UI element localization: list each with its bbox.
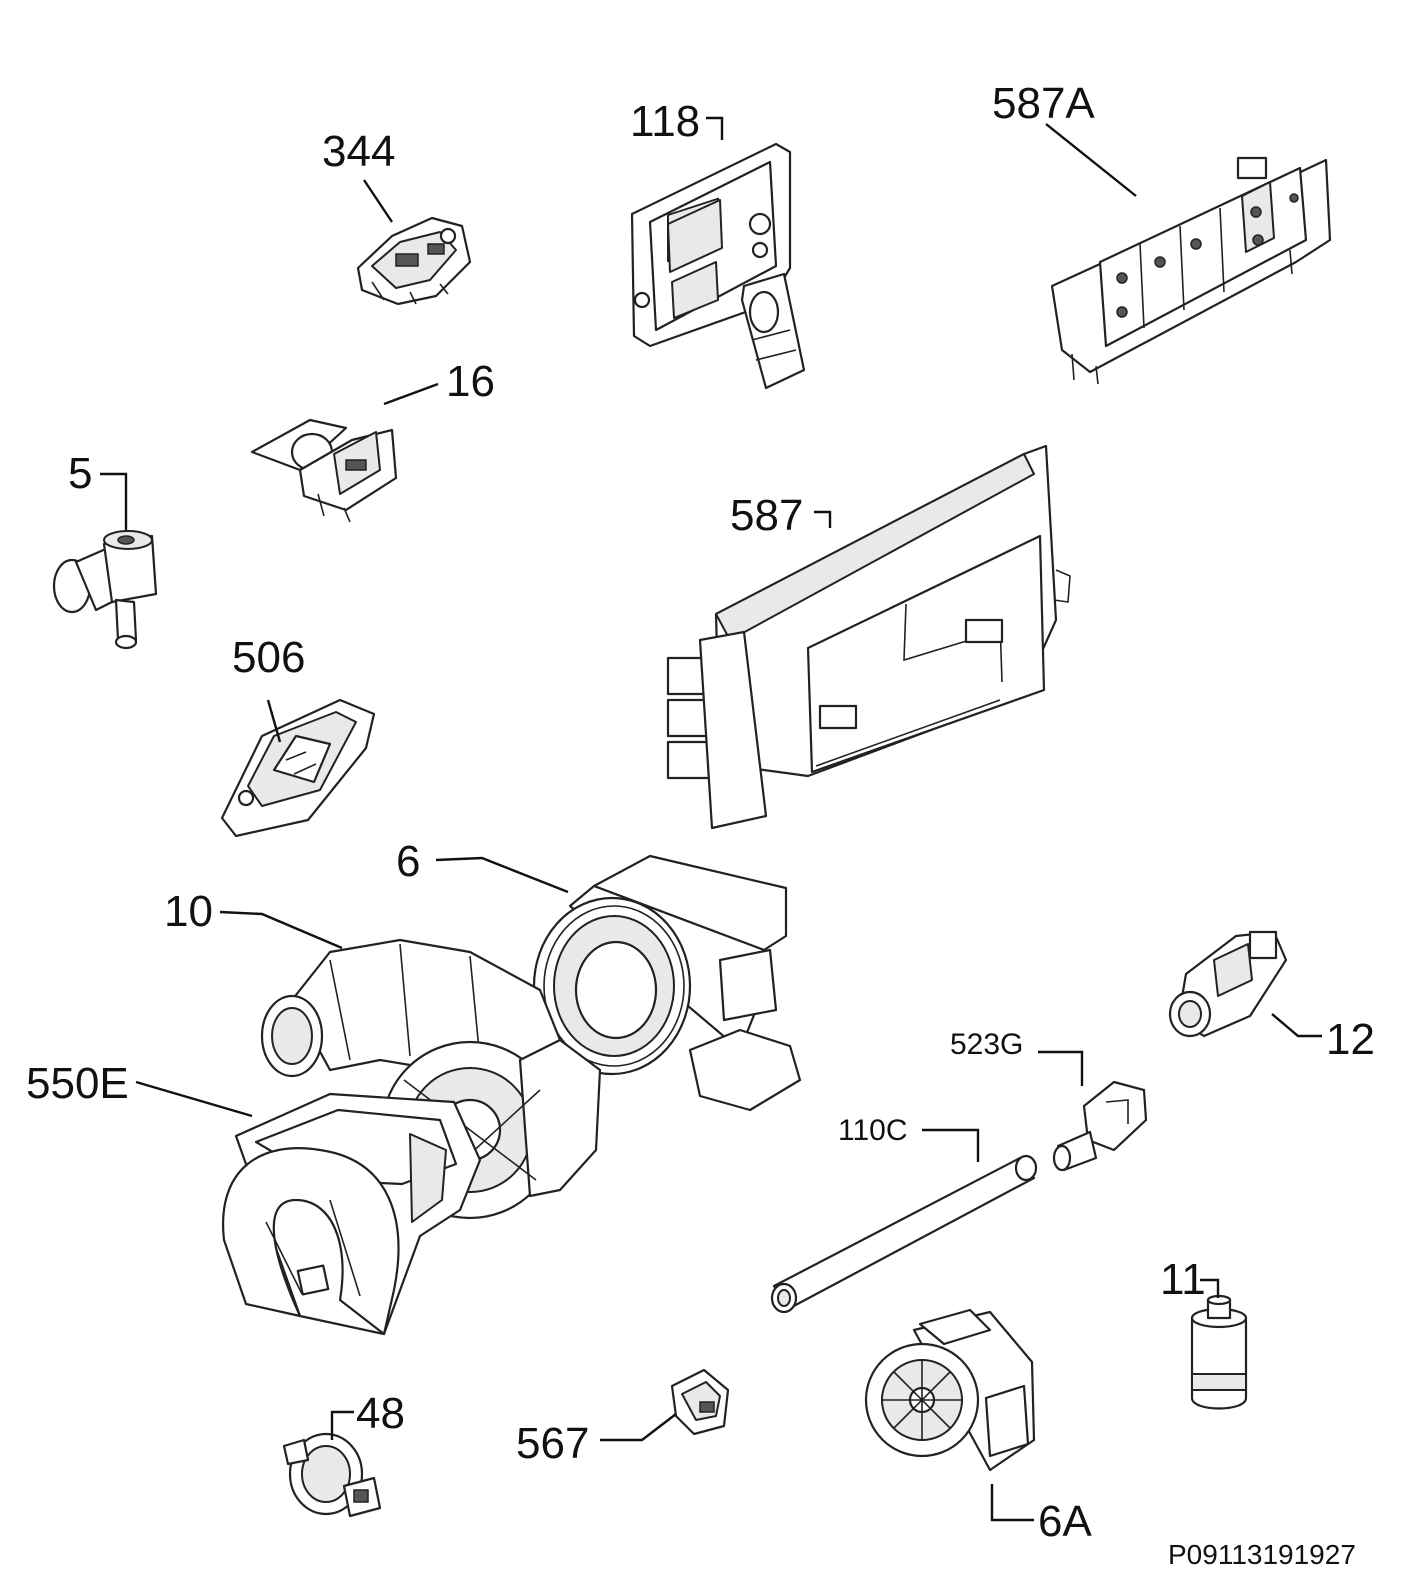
label-506: 506 xyxy=(232,633,305,682)
label-523G: 523G xyxy=(950,1028,1023,1061)
leader-567 xyxy=(600,1413,677,1442)
part-506 xyxy=(220,698,376,838)
part-567 xyxy=(670,1368,730,1436)
part-550E xyxy=(221,1092,482,1336)
label-344: 344 xyxy=(322,127,395,176)
label-48: 48 xyxy=(356,1389,405,1438)
part-48 xyxy=(282,1432,382,1518)
leader-110C xyxy=(922,1128,980,1162)
reference-code: P09113191927 xyxy=(1168,1539,1356,1570)
label-567: 567 xyxy=(516,1419,589,1468)
label-6: 6 xyxy=(396,837,420,886)
leader-11 xyxy=(1200,1278,1220,1298)
leader-587 xyxy=(814,510,832,528)
leader-344 xyxy=(363,179,393,223)
label-587: 587 xyxy=(730,491,803,540)
label-12: 12 xyxy=(1326,1015,1375,1064)
leader-6 xyxy=(435,856,569,894)
part-16 xyxy=(250,418,398,523)
leader-10 xyxy=(219,910,343,950)
label-6A: 6A xyxy=(1038,1497,1092,1546)
part-118 xyxy=(630,142,806,390)
part-6 xyxy=(532,854,802,1112)
label-5: 5 xyxy=(68,449,92,498)
label-16: 16 xyxy=(446,357,495,406)
leader-5 xyxy=(100,472,128,530)
part-10 xyxy=(260,938,602,1220)
label-118: 118 xyxy=(630,97,700,146)
label-110C: 110C xyxy=(838,1114,908,1147)
leader-16 xyxy=(383,382,439,406)
part-5 xyxy=(52,530,158,650)
part-587A xyxy=(1050,156,1332,385)
label-587A: 587A xyxy=(992,79,1095,128)
label-550E: 550E xyxy=(26,1059,129,1108)
leader-6A xyxy=(990,1484,1034,1522)
part-6A xyxy=(864,1308,1036,1472)
leader-48 xyxy=(330,1410,354,1440)
part-12 xyxy=(1168,930,1288,1038)
leader-118 xyxy=(706,116,724,140)
leader-506 xyxy=(266,699,282,743)
part-11 xyxy=(1190,1294,1248,1410)
part-110C xyxy=(770,1154,1038,1314)
part-523G xyxy=(1052,1080,1148,1172)
part-344 xyxy=(356,216,472,306)
leader-523G xyxy=(1038,1050,1084,1086)
leader-587A xyxy=(1045,123,1137,197)
label-10: 10 xyxy=(164,887,213,936)
label-11: 11 xyxy=(1160,1255,1206,1304)
part-587 xyxy=(666,444,1071,830)
leader-550E xyxy=(135,1080,253,1118)
leader-12 xyxy=(1271,1013,1322,1038)
